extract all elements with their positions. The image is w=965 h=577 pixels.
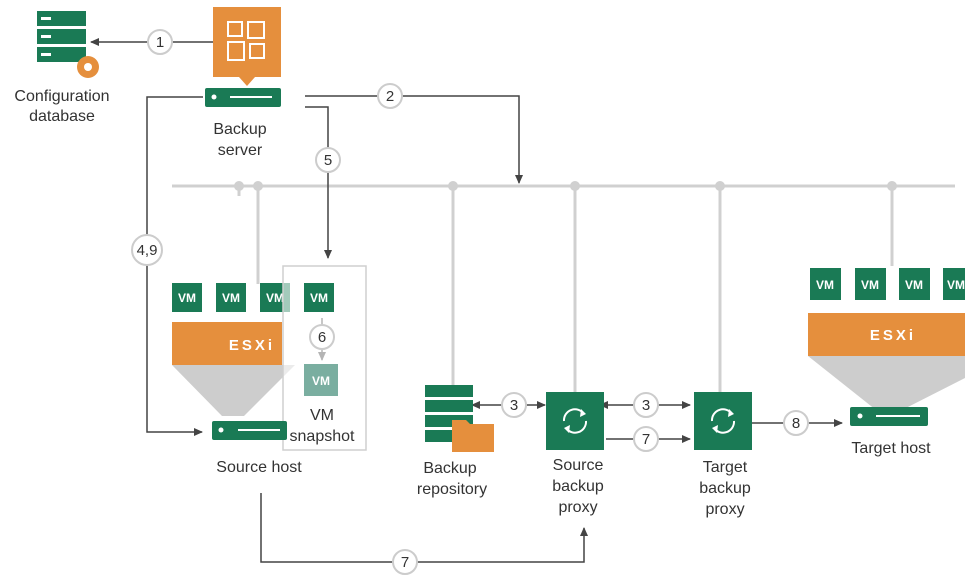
vm-snapshot-label-1: VM <box>310 407 334 424</box>
source-vm-label-4: VM <box>310 291 328 305</box>
target-vm-label-4: VM <box>947 278 965 292</box>
step-3b-marker: 3 <box>633 392 659 418</box>
source-proxy-label-2: backup <box>552 478 604 495</box>
step-8-marker: 8 <box>783 410 809 436</box>
step-5-label: 5 <box>324 152 332 169</box>
target-vm-label-3: VM <box>905 278 923 292</box>
step-7b-marker: 7 <box>392 549 418 575</box>
arrow-step-2 <box>305 95 523 184</box>
source-host-icon <box>212 421 287 440</box>
source-vm-label-3: VM <box>266 291 284 305</box>
target-esxi-host: VM VM VM VM ESXi <box>808 268 965 410</box>
target-proxy-icon <box>694 392 752 450</box>
repository-icon <box>425 385 494 452</box>
config-db-label-2: database <box>29 108 95 125</box>
snapshot-vm <box>304 364 338 396</box>
target-vm-1 <box>810 268 841 300</box>
step-6-marker: 6 <box>309 324 335 350</box>
network-bus <box>172 181 955 392</box>
target-proxy-label-1: Target <box>703 459 748 476</box>
backup-server-label-2: server <box>218 142 263 159</box>
step-6-label: 6 <box>318 329 326 346</box>
step-7a-marker: 7 <box>633 426 659 452</box>
step-3a-marker: 3 <box>501 392 527 418</box>
source-vm-1 <box>172 283 202 312</box>
step-2-label: 2 <box>386 88 394 105</box>
target-vm-3 <box>899 268 930 300</box>
target-vm-label-1: VM <box>816 278 834 292</box>
target-vm-2 <box>855 268 886 300</box>
database-gear-icon <box>37 11 99 78</box>
repository-label-1: Backup <box>423 460 476 477</box>
target-vm-label-2: VM <box>861 278 879 292</box>
source-vm-label-1: VM <box>178 291 196 305</box>
backup-server-label-1: Backup <box>213 121 266 138</box>
step-markers: 1 2 5 4,9 6 3 3 7 <box>131 29 809 575</box>
target-host-icon <box>850 407 928 426</box>
target-proxy-label-2: backup <box>699 480 751 497</box>
connector-lines <box>90 38 843 563</box>
step-3b-label: 3 <box>642 397 650 414</box>
backup-server-icon <box>205 7 281 107</box>
source-host-label: Source host <box>216 459 302 476</box>
target-esxi-label: ESXi <box>870 327 916 344</box>
source-proxy-label-3: proxy <box>558 499 597 516</box>
step-4-9-label: 4,9 <box>137 242 158 259</box>
arrow-step-5 <box>305 106 332 259</box>
source-esxi-label: ESXi <box>229 337 275 354</box>
step-3a-label: 3 <box>510 397 518 414</box>
source-esxi-host: VM VM VM <box>172 283 295 416</box>
source-proxy-icon <box>546 392 604 450</box>
source-proxy-label-1: Source <box>553 457 604 474</box>
source-vm-2 <box>216 283 246 312</box>
arrow-step-7b <box>260 493 588 563</box>
target-host-label: Target host <box>851 440 931 457</box>
step-5-marker: 5 <box>315 147 341 173</box>
vm-snapshot-label-2: snapshot <box>290 428 355 445</box>
vm-snapshot-box: VM VM <box>282 265 367 451</box>
step-8-label: 8 <box>792 415 800 432</box>
step-7a-label: 7 <box>642 431 650 448</box>
target-vm-4 <box>943 268 965 300</box>
source-vm-label-2: VM <box>222 291 240 305</box>
step-7b-label: 7 <box>401 554 409 571</box>
step-4-9-marker: 4,9 <box>131 234 163 266</box>
step-1-label: 1 <box>156 34 164 51</box>
source-vm-4 <box>304 283 334 312</box>
repository-label-2: repository <box>417 481 487 498</box>
step-2-marker: 2 <box>377 83 403 109</box>
snapshot-vm-label: VM <box>312 374 330 388</box>
target-proxy-label-3: proxy <box>705 501 744 518</box>
config-db-label-1: Configuration <box>14 88 109 105</box>
step-1-marker: 1 <box>147 29 173 55</box>
